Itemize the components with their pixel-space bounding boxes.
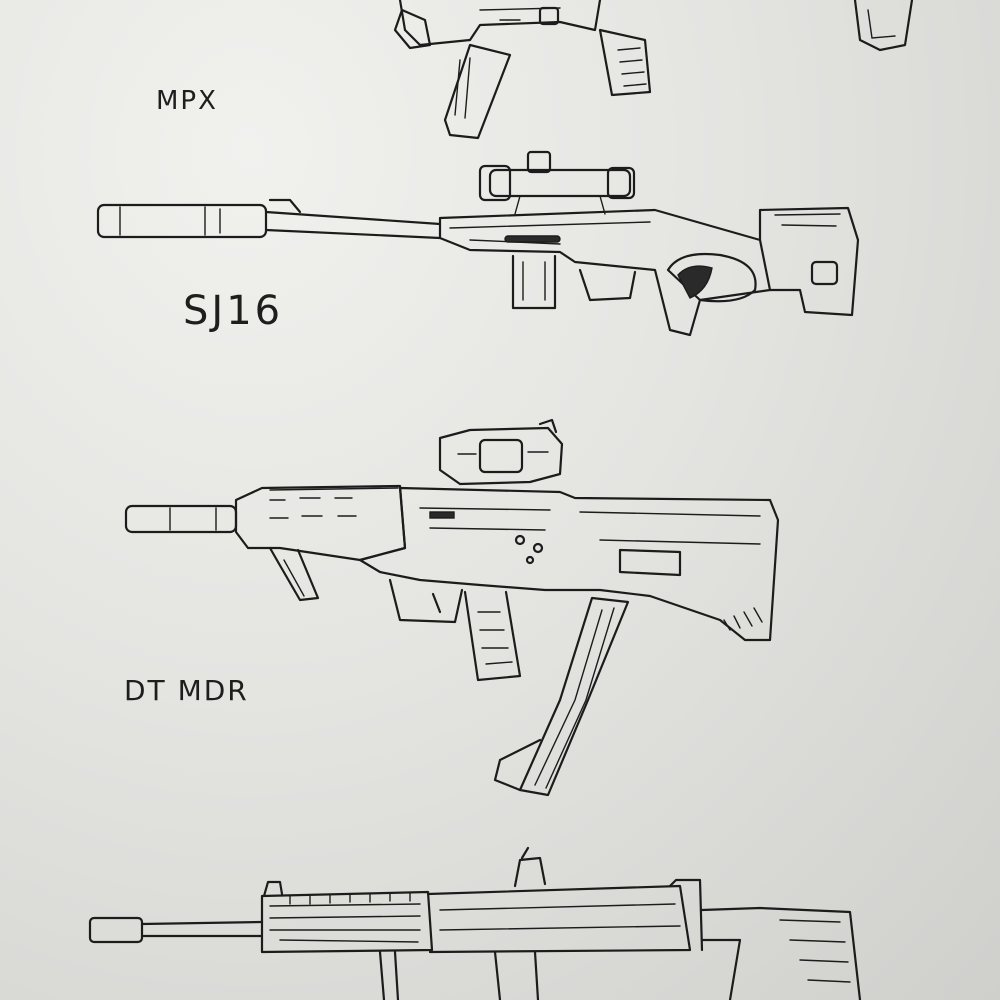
- sj16-label: SJ16: [183, 288, 284, 334]
- mpx-label: MPX: [156, 86, 218, 116]
- sj16-sketch: [96, 150, 860, 337]
- dt-mdr-sketch: [124, 418, 780, 797]
- bottom-rifle-sketch: [88, 846, 862, 1000]
- dt-mdr-label: DT MDR: [124, 674, 249, 707]
- mpx-sketch: [393, 0, 914, 140]
